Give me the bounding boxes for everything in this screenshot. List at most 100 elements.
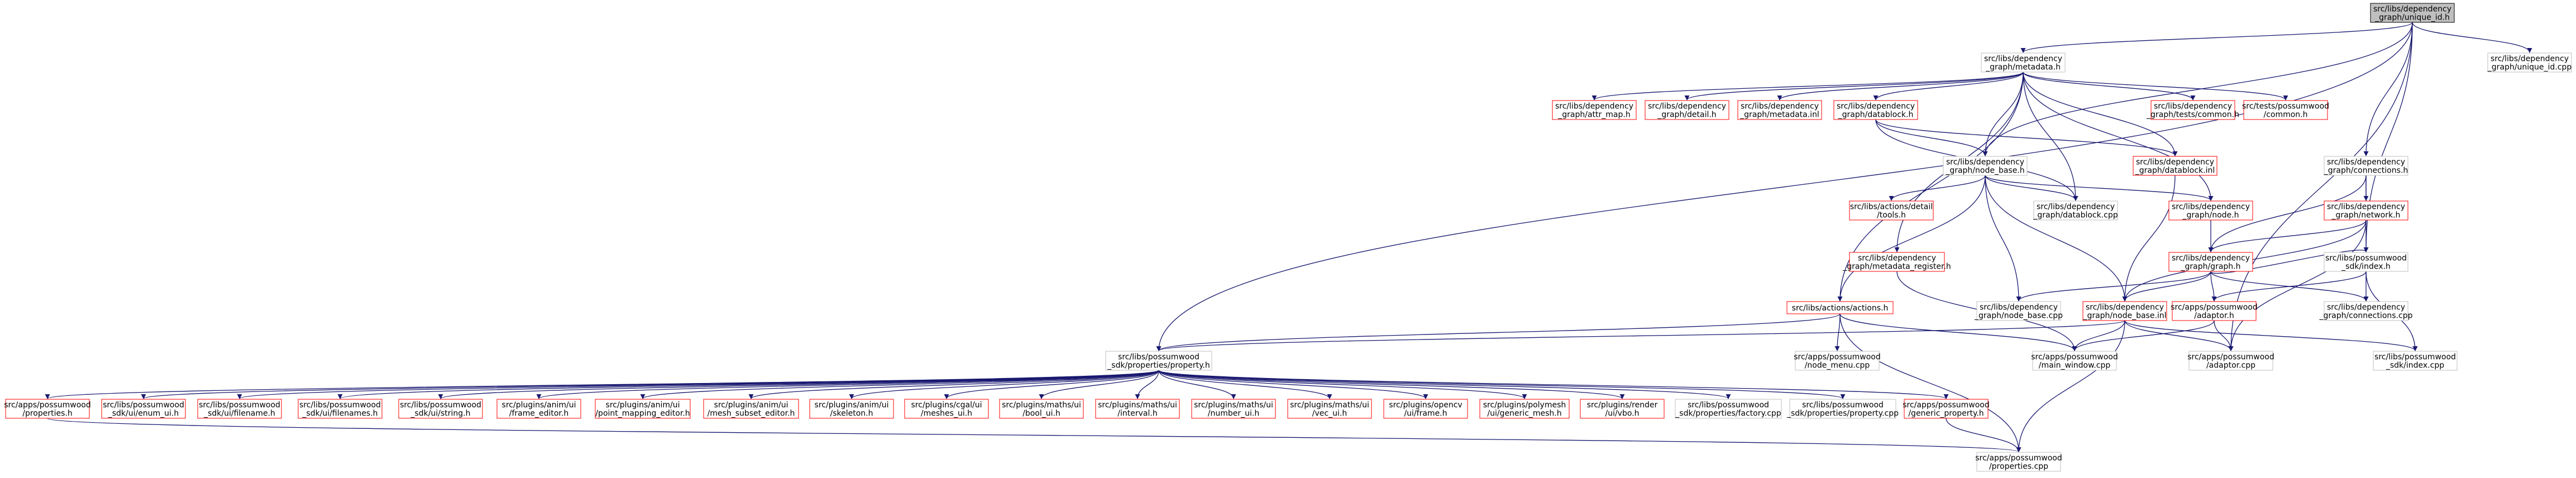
node-point-mapping[interactable]: src/plugins/anim/ui/point_mapping_editor… — [595, 399, 691, 419]
node-metadata-inl[interactable]: src/libs/dependency_graph/metadata.inl — [1737, 100, 1822, 120]
node-properties-h[interactable]: src/apps/possumwood/properties.h — [4, 399, 91, 419]
node-label: _graph/connections.h — [2324, 166, 2408, 175]
node-box — [2082, 301, 2167, 321]
node-label: _graph/node.h — [2182, 211, 2239, 220]
node-connections-h[interactable]: src/libs/dependency_graph/connections.h — [2324, 156, 2408, 176]
node-network-h[interactable]: src/libs/dependency_graph/network.h — [2324, 200, 2408, 221]
node-box — [1981, 52, 2066, 73]
node-enum-ui[interactable]: src/libs/possumwood_sdk/ui/enum_ui.h — [101, 399, 186, 419]
node-node-base-cpp[interactable]: src/libs/dependency_graph/node_base.cpp — [1974, 301, 2063, 321]
node-label: src/plugins/cgal/ui — [911, 401, 982, 410]
node-node-menu[interactable]: src/apps/possumwood/node_menu.cpp — [1794, 351, 1881, 371]
node-mesh-subset[interactable]: src/plugins/anim/ui/mesh_subset_editor.h — [703, 399, 799, 419]
node-label: _sdk/ui/string.h — [410, 409, 471, 418]
node-label: src/libs/dependency — [2136, 158, 2214, 167]
node-actions-h[interactable]: src/libs/actions/actions.h — [1786, 301, 1894, 314]
node-box — [1479, 399, 1570, 419]
node-box — [2487, 52, 2572, 73]
node-box — [1789, 399, 1896, 419]
edge-graph_h-to-adaptor_h — [2210, 271, 2217, 302]
node-box — [1833, 100, 1918, 120]
node-datablock-cpp[interactable]: src/libs/dependency_graph/datablock.cpp — [2033, 200, 2118, 221]
node-factory-cpp[interactable]: src/libs/possumwood_sdk/properties/facto… — [1675, 399, 1782, 419]
node-box — [1976, 301, 2061, 321]
node-skeleton[interactable]: src/plugins/anim/ui/skeleton.h — [809, 399, 894, 419]
edge-adaptor_h-to-main_window — [2072, 320, 2215, 351]
node-vbo[interactable]: src/plugins/render/ui/vbo.h — [1580, 399, 1665, 419]
edge-actions_h-to-properties_cpp — [1839, 313, 2021, 452]
node-tests-common[interactable]: src/libs/dependency_graph/tests/common.h — [2146, 100, 2239, 120]
node-string-ui[interactable]: src/libs/possumwood_sdk/ui/string.h — [398, 399, 483, 419]
node-property-h[interactable]: src/libs/possumwood_sdk/properties/prope… — [1105, 351, 1212, 371]
node-metadata-register[interactable]: src/libs/dependency_graph/metadata_regis… — [1842, 252, 1951, 272]
node-box — [398, 399, 483, 419]
node-generic-mesh[interactable]: src/plugins/polymesh/ui/generic_mesh.h — [1479, 399, 1570, 419]
node-box — [1105, 351, 1212, 371]
edge-actions_h-to-property_h — [1156, 313, 1841, 351]
node-metadata-h[interactable]: src/libs/dependency_graph/metadata.h — [1981, 52, 2066, 73]
node-frame-editor[interactable]: src/plugins/anim/ui/frame_editor.h — [496, 399, 581, 419]
node-label: src/libs/dependency — [2086, 303, 2164, 312]
node-label: _graph/unique_id.h — [2374, 13, 2450, 22]
node-vec-ui[interactable]: src/plugins/maths/ui/vec_ui.h — [1287, 399, 1372, 419]
node-index-cpp[interactable]: src/libs/possumwood_sdk/index.cpp — [2373, 351, 2458, 371]
node-number-ui[interactable]: src/plugins/maths/ui/number_ui.h — [1191, 399, 1276, 419]
node-interval[interactable]: src/plugins/maths/ui/interval.h — [1095, 399, 1180, 419]
node-label: src/libs/possumwood — [2325, 254, 2407, 263]
node-box — [2324, 200, 2408, 221]
node-box — [1645, 100, 1729, 120]
node-label: src/libs/possumwood — [1118, 353, 1199, 362]
node-label: _graph/datablock.cpp — [2033, 211, 2118, 220]
node-root: src/libs/dependency_graph/unique_id.h — [2370, 3, 2455, 23]
node-datablock-inl[interactable]: src/libs/dependency_graph/datablock.inl — [2133, 156, 2217, 176]
edge-node_base_inl-to-adaptor_cpp — [2124, 320, 2234, 351]
node-node-base-h[interactable]: src/libs/dependency_graph/node_base.h — [1943, 156, 2028, 176]
node-graph-h[interactable]: src/libs/dependency_graph/graph.h — [2168, 252, 2253, 272]
node-possumwood-common[interactable]: src/tests/possumwood/common.h — [2242, 100, 2329, 120]
node-generic-property[interactable]: src/apps/possumwood/generic_property.h — [1903, 399, 1990, 419]
node-unique-cpp[interactable]: src/libs/dependency_graph/unique_id.cpp — [2487, 52, 2572, 73]
node-label: /node_menu.cpp — [1805, 361, 1870, 370]
node-label: /adaptor.h — [2194, 312, 2234, 321]
node-node-h[interactable]: src/libs/dependency_graph/node.h — [2168, 200, 2253, 221]
edge-metadata_h-to-datablock_h — [1873, 71, 2024, 101]
node-box — [2032, 351, 2117, 371]
node-bool-ui[interactable]: src/plugins/maths/ui/bool_ui.h — [999, 399, 1084, 419]
node-detail-h[interactable]: src/libs/dependency_graph/detail.h — [1645, 100, 1729, 120]
edge-generic_property-to-properties_cpp — [1946, 418, 2021, 452]
node-adaptor-h[interactable]: src/apps/possumwood/adaptor.h — [2171, 301, 2258, 321]
edge-property_h-to-vbo — [1158, 370, 1625, 399]
edge-node_base_h-to-actions_h — [1837, 175, 1986, 302]
edge-adaptor_h-to-adaptor_cpp — [2214, 320, 2234, 351]
node-filenames-ui[interactable]: src/libs/possumwood_sdk/ui/filenames.h — [298, 399, 383, 419]
node-label: _graph/metadata.h — [1985, 63, 2061, 72]
node-sdk-index-h[interactable]: src/libs/possumwood_sdk/index.h — [2324, 252, 2408, 272]
node-datablock-h[interactable]: src/libs/dependency_graph/datablock.h — [1833, 100, 1918, 120]
node-property-cpp[interactable]: src/libs/possumwood_sdk/properties/prope… — [1786, 399, 1899, 419]
edge-property_h-to-filename_ui — [237, 370, 1159, 399]
node-label: _sdk/index.cpp — [2386, 361, 2444, 370]
node-box — [496, 399, 581, 419]
node-attr-map[interactable]: src/libs/dependency_graph/attr_map.h — [1552, 100, 1637, 120]
edge-node_base_h-to-tools_h — [1889, 175, 1986, 201]
node-label: _graph/datablock.inl — [2135, 166, 2215, 175]
node-box — [5, 399, 90, 419]
node-filename-ui[interactable]: src/libs/possumwood_sdk/ui/filename.h — [197, 399, 282, 419]
node-adaptor-cpp[interactable]: src/apps/possumwood/adaptor.cpp — [2187, 351, 2274, 371]
node-node-base-inl[interactable]: src/libs/dependency_graph/node_base.inl — [2082, 301, 2167, 321]
edge-root-to-property_h — [1156, 22, 2413, 351]
node-label: src/apps/possumwood — [1794, 353, 1881, 362]
node-main-window[interactable]: src/apps/possumwood/main_window.cpp — [2031, 351, 2118, 371]
node-label: /ui/generic_mesh.h — [1487, 409, 1561, 418]
node-label: src/libs/possumwood — [1688, 401, 1769, 410]
node-label: src/plugins/opencv — [1389, 401, 1462, 410]
node-tools-h[interactable]: src/libs/actions/detail/tools.h — [1849, 200, 1934, 221]
node-label: /meshes_ui.h — [921, 409, 972, 418]
node-meshes-ui[interactable]: src/plugins/cgal/ui/meshes_ui.h — [904, 399, 989, 419]
node-properties-cpp[interactable]: src/apps/possumwood/properties.cpp — [1975, 452, 2062, 472]
node-label: src/plugins/anim/ui — [815, 401, 889, 410]
node-opencv-frame[interactable]: src/plugins/opencv/ui/frame.h — [1383, 399, 1468, 419]
node-connections-cpp[interactable]: src/libs/dependency_graph/connections.cp… — [2319, 301, 2413, 321]
edges — [45, 22, 2532, 452]
node-box — [2370, 3, 2455, 23]
